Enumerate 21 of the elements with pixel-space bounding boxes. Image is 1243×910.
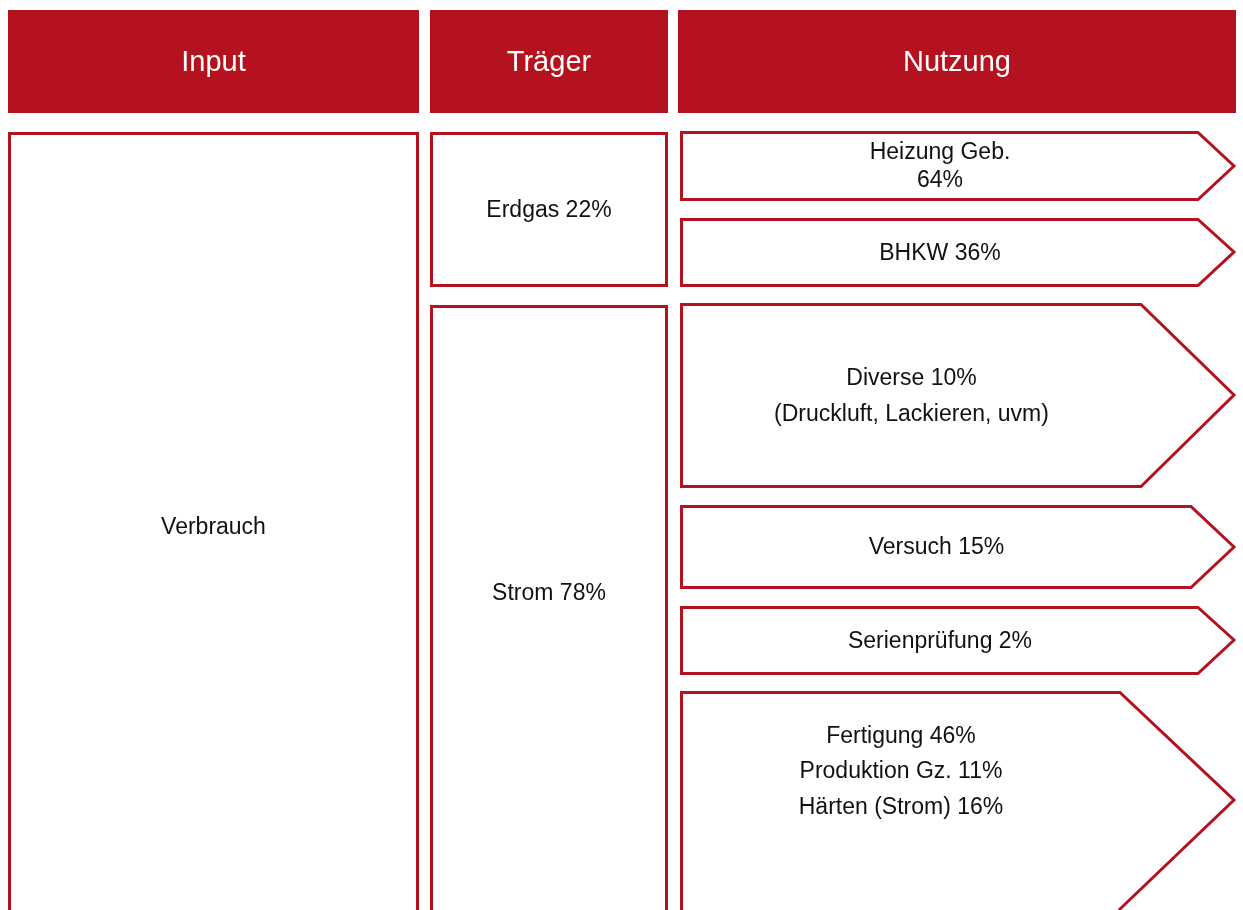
category-label: Heizung Geb. 64% [868, 138, 1012, 194]
column-box [430, 132, 668, 287]
category-label: Versuch 15% [868, 532, 1005, 562]
header-bar [8, 10, 419, 113]
column-box [8, 132, 419, 910]
box-label: Verbrauch [160, 512, 267, 541]
category-label: Härten (Strom) 16% [798, 791, 1004, 821]
category-label: (Druckluft, Lackieren, uvm) [774, 398, 1049, 428]
header-bar [430, 10, 668, 113]
column-header: Input [181, 44, 246, 79]
box-label: Erdgas 22% [486, 194, 612, 224]
box-label: Strom 78% [491, 578, 607, 607]
header-bar [678, 10, 1236, 113]
category-label: Diverse 10% [846, 362, 977, 392]
column-header: Träger [506, 44, 592, 79]
column-header: Nutzung [903, 44, 1011, 79]
category-label: Serienprüfung 2% [847, 625, 1033, 655]
category-label: Produktion Gz. 11% [799, 756, 1003, 786]
column-box [430, 305, 668, 910]
category-label: Fertigung 46% [826, 720, 976, 750]
category-label: BHKW 36% [879, 237, 1001, 267]
